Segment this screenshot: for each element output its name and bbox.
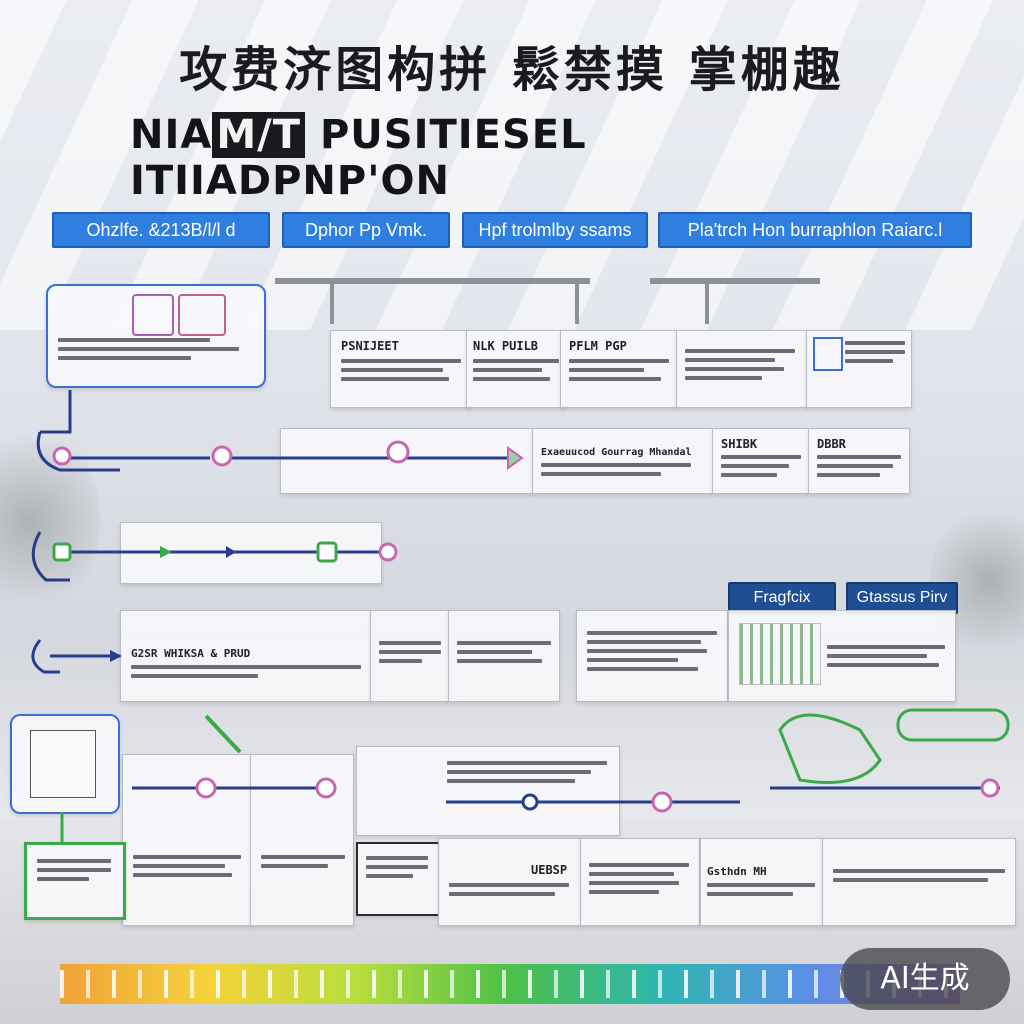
process-panel-r6-c[interactable]: Gsthdn MH [700,838,824,926]
flow-node-row3-3 [380,544,396,560]
process-panel-r4-e[interactable] [728,610,956,702]
title-english-highlight: M/T [212,112,305,158]
column-panel-2[interactable] [250,754,354,926]
process-panel-r2-c[interactable]: DBBR [808,428,910,494]
process-panel-r1-c[interactable]: PFLM PGP [560,330,678,408]
document-icon-2 [30,730,96,798]
process-panel-r4-b[interactable] [370,610,450,702]
review-document-panel[interactable] [10,714,120,814]
tab-4[interactable]: Pla'trch Hon burraphlon Raiarc.l [658,212,972,248]
title-chinese: 攻费济图构拼 鬆禁摸 掌棚趣 [0,30,1024,100]
process-panel-r1-a[interactable]: PSNIJEET [330,330,472,408]
approval-panel[interactable] [24,842,126,920]
process-panel-r2-b[interactable]: SHIBK [712,428,810,494]
process-panel-r4-a[interactable]: G2SR WHIKSA & PRUD [120,610,372,702]
flow-node-row5-5 [982,780,998,796]
process-panel-r4-c[interactable] [448,610,560,702]
beam-support-3 [705,284,709,324]
plant-left-decoration [0,420,100,620]
form-panel[interactable] [356,842,440,916]
flow-node-row2-2 [213,447,231,465]
start-document-panel[interactable] [46,284,266,388]
process-panel-r4-d[interactable] [576,610,728,702]
beam-support-1 [330,284,334,324]
folder-icon [132,294,174,336]
ceiling-beam-1 [275,278,590,284]
tab-3[interactable]: Hpf trolmlby ssams [462,212,648,248]
ai-generated-watermark: AI生成 [840,948,1010,1010]
flow-node-row5-4 [653,793,671,811]
process-panel-r1-e[interactable] [806,330,912,408]
connector-green-diagonal [206,716,240,752]
flow-lane-3 [120,522,382,584]
column-panel-3[interactable] [356,746,620,836]
process-panel-r6-d[interactable] [822,838,1016,926]
green-terminal-node [898,710,1008,740]
title-english-prefix: NIA [130,112,212,158]
tab-2[interactable]: Dphor Pp Vmk. [282,212,450,248]
flow-lane-2 [280,428,534,494]
connector-row4-left [33,640,60,672]
tab-1[interactable]: Ohzlfe. &213B/l/l d [52,212,270,248]
bar-chart-icon [739,623,821,685]
process-panel-r2-a[interactable]: Exaeuucod Gourrag Mhandal [532,428,714,494]
connector-green-loop [780,715,880,783]
process-panel-r6-b[interactable] [580,838,700,926]
ceiling-beam-2 [650,278,820,284]
process-panel-r1-b[interactable]: NLK PUILB [466,330,566,408]
beam-support-2 [575,284,579,324]
column-panel-1[interactable] [122,754,252,926]
process-panel-r6-a[interactable]: UEBSP [438,838,582,926]
document-icon [178,294,226,336]
chart-icon [813,337,843,371]
process-panel-r1-d[interactable] [676,330,808,408]
timeline-marks [60,970,960,998]
